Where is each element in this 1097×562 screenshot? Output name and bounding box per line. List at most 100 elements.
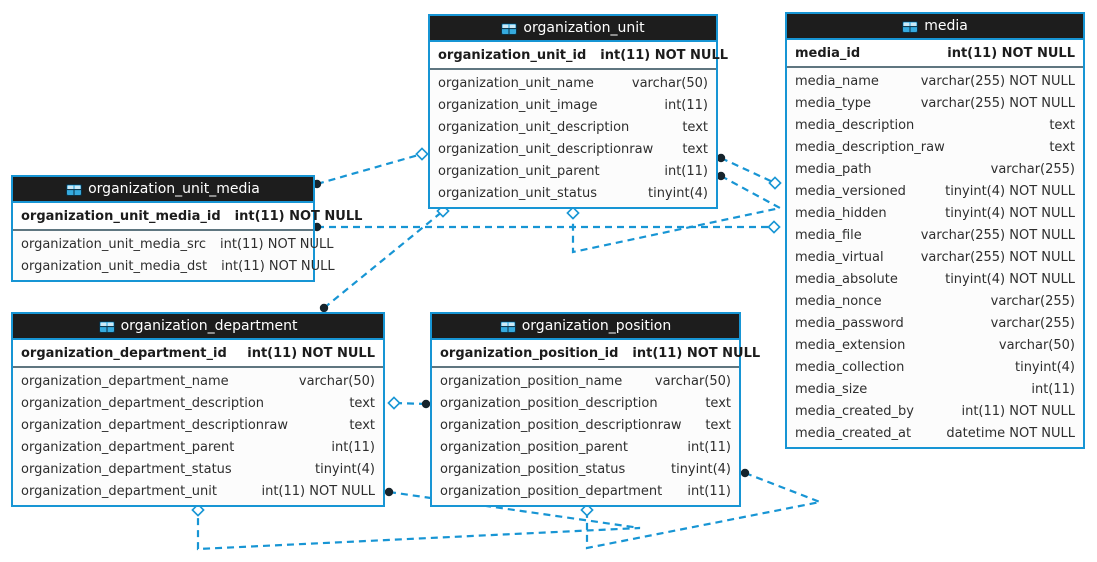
endpoint-dot-icon [740, 468, 750, 478]
column-row: media_created_at datetime NOT NULL [787, 422, 1083, 444]
column-name: media_description_raw [795, 139, 945, 155]
table-organization_position[interactable]: organization_position organization_positi… [430, 312, 760, 507]
column-name: media_size [795, 381, 868, 397]
column-name: media_nonce [795, 293, 882, 309]
column-type: int(11) NOT NULL [220, 236, 334, 252]
table-header[interactable]: organization_unit [430, 16, 716, 42]
column-name: organization_unit_status [438, 185, 597, 201]
column-name: media_created_at [795, 425, 912, 441]
column-name: media_virtual [795, 249, 884, 265]
endpoint-dot-icon [716, 171, 726, 181]
column-type: tinyint(4) NOT NULL [945, 271, 1075, 287]
relationship-organization_position--organization_department[interactable] [387, 396, 431, 410]
column-name: media_versioned [795, 183, 906, 199]
column-type: varchar(50) [654, 373, 731, 389]
column-type: varchar(50) [631, 75, 708, 91]
column-type: int(11) [687, 439, 731, 455]
column-name: media_absolute [795, 271, 898, 287]
column-name: media_hidden [795, 205, 887, 221]
endpoint-dot-icon [716, 153, 726, 163]
column-name: organization_department_name [21, 373, 229, 389]
table-title: media [924, 18, 968, 34]
column-type: tinyint(4) [670, 461, 731, 477]
column-type: varchar(255) [990, 161, 1075, 177]
table-icon [501, 23, 518, 35]
column-name: organization_position_descriptionraw [440, 417, 682, 433]
column-name: organization_unit_media_dst [21, 258, 208, 274]
column-name: media_collection [795, 359, 905, 375]
column-type: varchar(50) [298, 373, 375, 389]
column-type: datetime NOT NULL [946, 425, 1075, 441]
endpoint-dot-icon [384, 487, 394, 497]
relationship-organization_unit--media[interactable] [716, 153, 782, 190]
pk-row: media_id int(11) NOT NULL [787, 40, 1083, 68]
relationship-organization_department--organization_department_parent[interactable] [191, 487, 641, 551]
column-type: varchar(255) NOT NULL [920, 227, 1075, 243]
column-type: int(11) NOT NULL [261, 483, 375, 499]
column-row: organization_unit_status tinyint(4) [430, 182, 716, 204]
column-type: varchar(50) [998, 337, 1075, 353]
table-header[interactable]: media [787, 14, 1083, 40]
column-type: int(11) NOT NULL [961, 403, 1075, 419]
column-type: int(11) [331, 439, 375, 455]
column-name: media_type [795, 95, 872, 111]
pk-column-type: int(11) NOT NULL [947, 45, 1075, 61]
endpoint-dot-icon [319, 303, 329, 313]
table-header[interactable]: organization_unit_media [13, 177, 313, 203]
column-name: media_password [795, 315, 904, 331]
column-row: media_created_by int(11) NOT NULL [787, 400, 1083, 422]
column-type: varchar(255) NOT NULL [920, 95, 1075, 111]
column-name: organization_department_description [21, 395, 265, 411]
table-header[interactable]: organization_department [13, 314, 383, 340]
endpoint-diamond-icon [768, 176, 782, 190]
table-title: organization_unit [523, 20, 645, 36]
column-type: varchar(255) [990, 315, 1075, 331]
endpoint-diamond-icon [580, 503, 594, 517]
column-type: tinyint(4) [647, 185, 708, 201]
column-type: int(11) [664, 163, 708, 179]
endpoint-diamond-icon [415, 147, 429, 161]
table-icon [98, 321, 115, 333]
column-type: tinyint(4) [1014, 359, 1075, 375]
column-type: text [682, 141, 708, 157]
column-name: organization_position_department [440, 483, 663, 499]
column-name: media_created_by [795, 403, 914, 419]
column-row: organization_department_name varchar(50) [13, 370, 383, 392]
table-icon [902, 21, 919, 33]
relationship-organization_unit--organization_unit_parent[interactable] [566, 171, 784, 254]
pk-column-type: int(11) NOT NULL [247, 345, 375, 361]
pk-column-type: int(11) NOT NULL [234, 208, 363, 224]
relationship-organization_position--organization_position_parent[interactable] [580, 468, 824, 550]
column-type: text [705, 395, 731, 411]
pk-column-name: media_id [795, 45, 861, 61]
table-title: organization_position [521, 318, 672, 334]
column-name: media_description [795, 117, 915, 133]
table-header[interactable]: organization_position [432, 314, 739, 340]
